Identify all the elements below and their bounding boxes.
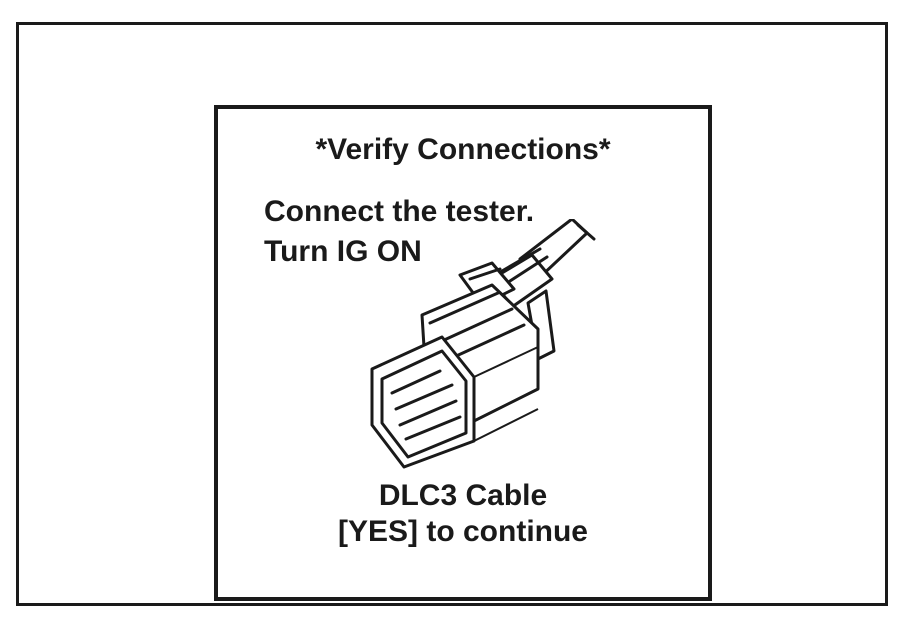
- dlc3-connector-icon: [370, 219, 596, 469]
- cable-caption: DLC3 Cable: [378, 479, 548, 512]
- instruction-connect: Connect the tester.: [264, 195, 535, 228]
- instruction-ignition: Turn IG ON: [264, 235, 422, 268]
- outer-frame: *Verify Connections* Connect the tester.…: [16, 22, 888, 606]
- screen-title: *Verify Connections*: [315, 133, 611, 166]
- continue-prompt: [YES] to continue: [338, 515, 588, 548]
- tester-screen: *Verify Connections* Connect the tester.…: [214, 105, 712, 601]
